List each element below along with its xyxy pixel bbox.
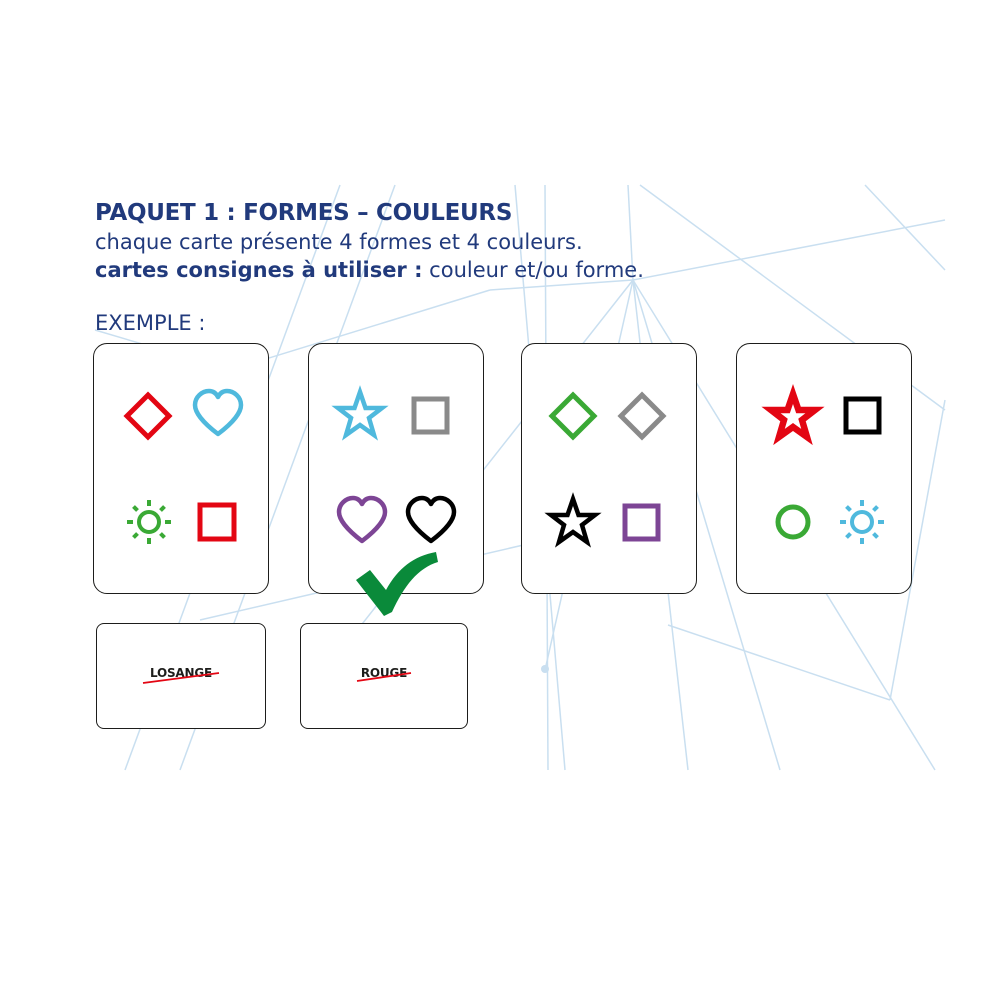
checkmark-icon (356, 552, 438, 616)
diamond-icon (548, 391, 598, 441)
instructions-header: PAQUET 1 : FORMES – COULEURS chaque cart… (95, 198, 644, 284)
heart-icon (336, 495, 388, 544)
page-title: PAQUET 1 : FORMES – COULEURS (95, 200, 513, 226)
star-icon (331, 385, 389, 441)
strikethrough-mark (142, 672, 220, 684)
shape-card-3 (521, 343, 697, 594)
example-label: EXEMPLE : (95, 311, 206, 335)
circle-icon (775, 504, 811, 540)
rule-cards-line: cartes consignes à utiliser : couleur et… (95, 256, 644, 284)
shape-card-1 (93, 343, 269, 594)
star-icon (761, 384, 825, 446)
strikethrough-mark (356, 672, 412, 682)
diamond-icon (123, 391, 173, 441)
square-icon (411, 396, 450, 435)
rule-cards-label: cartes consignes à utiliser : (95, 258, 423, 282)
sun-icon (127, 500, 171, 544)
square-icon (197, 502, 237, 542)
square-icon (843, 396, 882, 435)
rule-card-shape: LOSANGE (96, 623, 266, 729)
rule-card-color: ROUGE (300, 623, 468, 729)
rule-word-rouge: ROUGE (360, 666, 408, 680)
star-icon (544, 492, 602, 548)
heart-icon (192, 388, 244, 437)
sun-icon (840, 500, 884, 544)
shape-card-2 (308, 343, 484, 594)
diamond-icon (617, 391, 667, 441)
heart-icon (405, 495, 457, 544)
description-line: chaque carte présente 4 formes et 4 coul… (95, 230, 583, 254)
rule-cards-value: couleur et/ou forme. (422, 258, 644, 282)
shape-card-4 (736, 343, 912, 594)
square-icon (622, 503, 661, 542)
